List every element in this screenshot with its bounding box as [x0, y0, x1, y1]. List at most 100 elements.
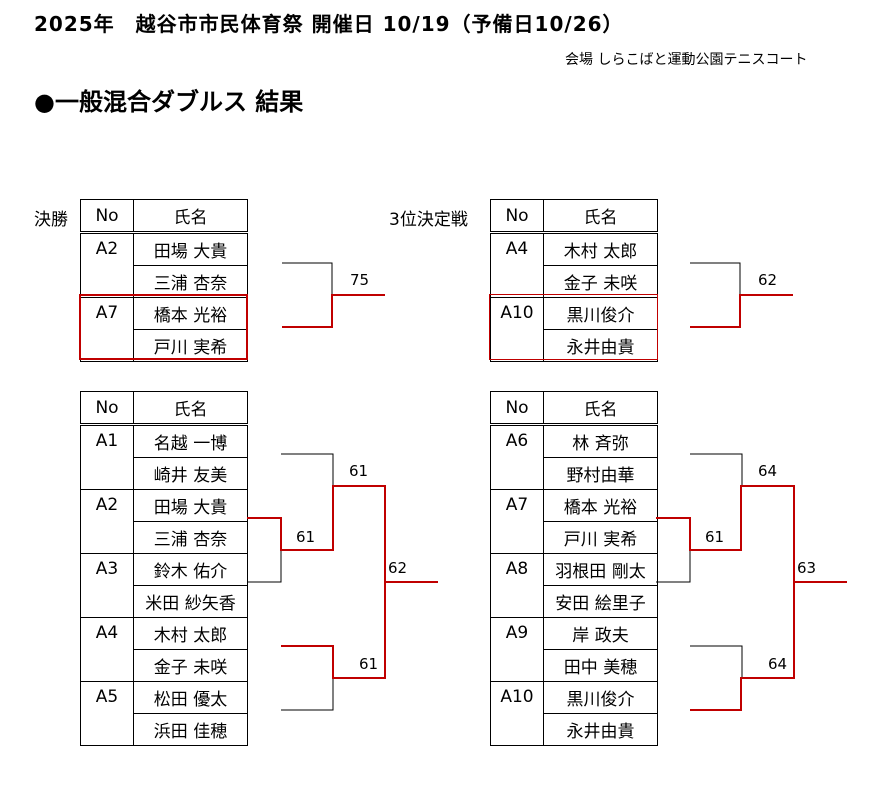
third-place-label: 3位決定戦 — [389, 210, 468, 230]
score-left-r1: 61 — [296, 528, 316, 546]
section-heading: ●一般混合ダブルス 結果 — [34, 88, 304, 116]
team-no: A6 — [490, 424, 544, 490]
table-row: 米田 紗矢香 — [81, 585, 248, 618]
team-no: A7 — [490, 489, 544, 554]
player-name: 野村由華 — [543, 457, 658, 490]
header-name: 氏名 — [543, 391, 658, 426]
player-name: 永井由貴 — [543, 329, 658, 362]
player-name: 田場 大貴 — [133, 232, 248, 266]
player-name: 名越 一博 — [133, 424, 248, 458]
team-no: A2 — [80, 232, 134, 298]
table-row: 三浦 杏奈 — [81, 521, 248, 554]
team-no: A3 — [80, 553, 134, 618]
final-label: 決勝 — [34, 210, 68, 230]
table-row: 浜田 佳穂 — [81, 713, 248, 746]
team-no: A4 — [490, 232, 544, 298]
table-row: 田中 美穂 — [491, 649, 658, 682]
player-name: 橋本 光裕 — [133, 297, 248, 330]
player-name: 羽根田 剛太 — [543, 553, 658, 586]
player-name: 岸 政夫 — [543, 617, 658, 650]
table-row: 崎井 友美 — [81, 457, 248, 490]
player-name: 木村 太郎 — [133, 617, 248, 650]
player-name: 崎井 友美 — [133, 457, 248, 490]
final-score: 75 — [350, 271, 370, 289]
winner-line — [690, 294, 793, 328]
venue: 会場 しらこばと運動公園テニスコート — [565, 52, 808, 68]
team-no: A8 — [490, 553, 544, 618]
player-name: 三浦 杏奈 — [133, 521, 248, 554]
player-name: 浜田 佳穂 — [133, 713, 248, 746]
bracket-line — [690, 262, 741, 295]
document-title: 2025年 越谷市市民体育祭 開催日 10/19（予備日10/26） — [34, 12, 624, 36]
score-right-sf-upper: 64 — [758, 462, 778, 480]
player-name: 田場 大貴 — [133, 489, 248, 522]
player-name: 鈴木 佑介 — [133, 553, 248, 586]
winner-line — [247, 485, 438, 583]
table-row: 戸川 実希 — [81, 329, 248, 362]
table-row: 野村由華 — [491, 457, 658, 490]
bracket-line — [690, 453, 743, 486]
score-right-sf-lower: 64 — [768, 655, 788, 673]
team-no: A9 — [490, 617, 544, 682]
bracket-line — [656, 550, 691, 583]
player-name: 黒川俊介 — [543, 297, 658, 330]
player-name: 林 斉弥 — [543, 424, 658, 458]
table-row: 三浦 杏奈 — [81, 265, 248, 298]
winner-line — [281, 582, 386, 679]
header-no: No — [490, 391, 544, 426]
player-name: 戸川 実希 — [543, 521, 658, 554]
player-name: 米田 紗矢香 — [133, 585, 248, 618]
score-right-block-final: 63 — [797, 559, 817, 577]
winner-line — [282, 294, 385, 328]
table-row: 永井由貴 — [491, 713, 658, 746]
score-left-sf-lower: 61 — [359, 655, 379, 673]
bracket-line — [281, 678, 334, 711]
team-no: A4 — [80, 617, 134, 682]
player-name: 三浦 杏奈 — [133, 265, 248, 298]
winner-line — [690, 582, 795, 711]
player-name: 田中 美穂 — [543, 649, 658, 682]
bracket-line — [281, 453, 334, 486]
header-no: No — [490, 199, 544, 234]
team-no: A7 — [80, 297, 134, 362]
player-name: 戸川 実希 — [133, 329, 248, 362]
player-name: 木村 太郎 — [543, 232, 658, 266]
bracket-line — [247, 550, 282, 583]
team-no: A10 — [490, 297, 544, 362]
player-name: 永井由貴 — [543, 713, 658, 746]
third-place-score: 62 — [758, 271, 778, 289]
score-left-sf-upper: 61 — [349, 462, 369, 480]
player-name: 松田 優太 — [133, 681, 248, 714]
header-name: 氏名 — [543, 199, 658, 234]
score-right-r1: 61 — [705, 528, 725, 546]
table-row: 戸川 実希 — [491, 521, 658, 554]
header-name: 氏名 — [133, 391, 248, 426]
header-name: 氏名 — [133, 199, 248, 234]
header-no: No — [80, 391, 134, 426]
score-left-block-final: 62 — [388, 559, 408, 577]
team-no: A10 — [490, 681, 544, 746]
winner-line — [656, 485, 847, 583]
header-no: No — [80, 199, 134, 234]
bracket-line — [282, 262, 333, 295]
